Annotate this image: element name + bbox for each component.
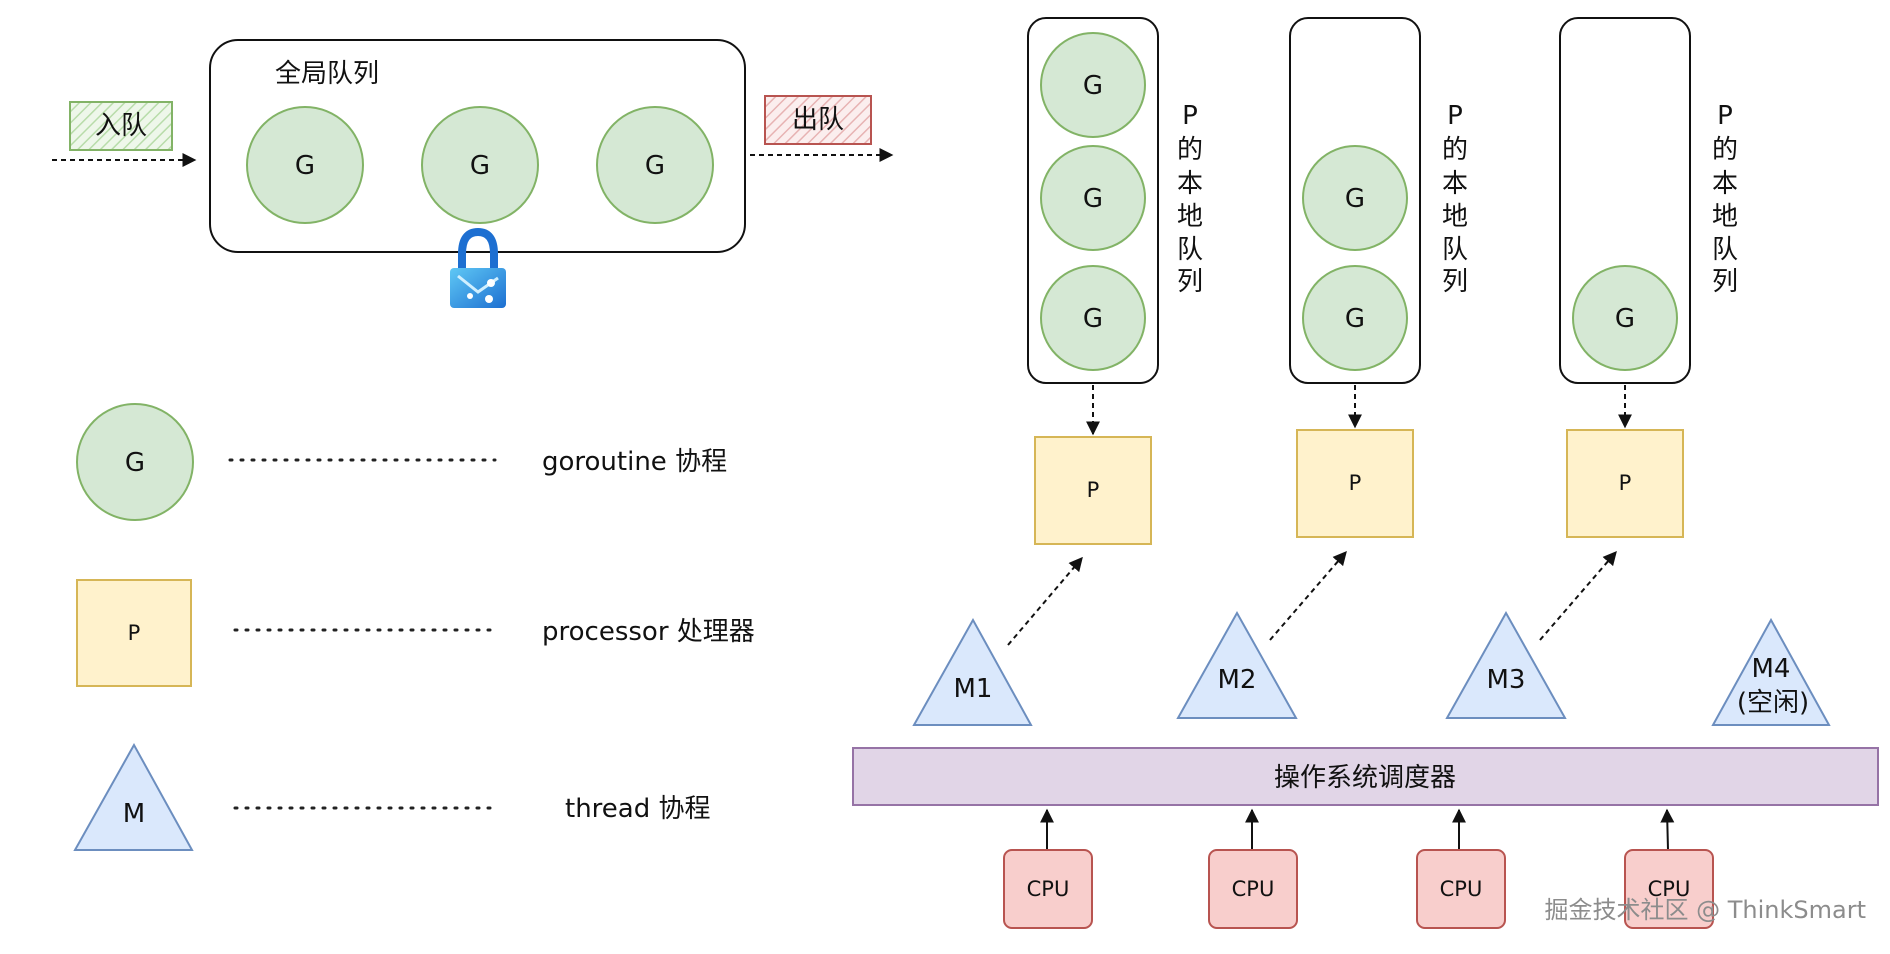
svg-text:地: 地 xyxy=(1712,202,1738,232)
svg-text:列: 列 xyxy=(1712,267,1738,297)
local-goroutine: G xyxy=(1040,265,1146,371)
goroutine-label: G xyxy=(295,151,315,181)
global-goroutine-1: G xyxy=(246,106,364,224)
cpu-label: CPU xyxy=(1232,877,1275,901)
thread-label: M1 xyxy=(954,674,993,704)
goroutine-label: G xyxy=(1083,304,1103,334)
svg-text:本: 本 xyxy=(1712,169,1738,199)
lock-icon xyxy=(450,227,506,308)
enqueue-tag: 入队 xyxy=(69,101,173,151)
global-goroutine-2: G xyxy=(421,106,539,224)
svg-text:P: P xyxy=(1717,101,1733,131)
cpu-1: CPU xyxy=(1003,808,1093,929)
svg-text:P: P xyxy=(1447,101,1463,131)
local-goroutine: G xyxy=(1302,145,1408,251)
m2-to-p2-arrow xyxy=(1269,550,1347,641)
svg-text:列: 列 xyxy=(1177,267,1203,297)
thread-label: M3 xyxy=(1487,665,1526,695)
thread-m4-idle: M4 (空闲) xyxy=(1711,617,1831,726)
legend-processor-symbol xyxy=(76,579,192,687)
thread-m2: M2 xyxy=(1176,610,1298,719)
goroutine-circle xyxy=(596,106,714,224)
local-queue-1: G G G P 的 本 地 队 列 P xyxy=(1027,17,1203,545)
goroutine-label: G xyxy=(1345,304,1365,334)
goroutine-label: G xyxy=(1345,184,1365,214)
processor-label: P xyxy=(1087,478,1100,502)
goroutine-label: G xyxy=(645,151,665,181)
global-queue: 全局队列 G G G 入队 xyxy=(52,39,894,308)
os-scheduler: 操作系统调度器 xyxy=(852,747,1879,806)
legend-processor-symbol-label: P xyxy=(128,621,141,645)
svg-text:队: 队 xyxy=(1442,235,1468,265)
legend: G goroutine 协程 P processor 处理器 M thread … xyxy=(73,403,755,851)
dequeue-tag: 出队 xyxy=(764,95,872,145)
legend-thread-symbol-label: M xyxy=(123,799,145,829)
svg-text:的: 的 xyxy=(1712,135,1738,165)
local-goroutine: G xyxy=(1040,145,1146,251)
thread-label: M2 xyxy=(1218,665,1257,695)
local-queue-label: P 的 本 地 队 列 xyxy=(1177,101,1203,297)
global-queue-title: 全局队列 xyxy=(275,59,379,89)
legend-goroutine-symbol xyxy=(76,403,194,521)
goroutine-label: G xyxy=(1083,184,1103,214)
m3-to-p3-arrow xyxy=(1539,550,1617,641)
svg-text:列: 列 xyxy=(1442,267,1468,297)
local-queue-label: P 的 本 地 队 列 xyxy=(1442,101,1468,297)
processor-label: P xyxy=(1349,471,1362,495)
dequeue-label: 出队 xyxy=(792,105,844,135)
goroutine-circle xyxy=(246,106,364,224)
legend-thread-symbol xyxy=(73,742,194,851)
cpu-2: CPU xyxy=(1208,808,1298,929)
svg-text:本: 本 xyxy=(1177,169,1203,199)
svg-text:地: 地 xyxy=(1442,202,1468,232)
cpu-label: CPU xyxy=(1440,877,1483,901)
svg-text:地: 地 xyxy=(1177,202,1203,232)
processor-3: P xyxy=(1566,429,1684,538)
enqueue-label: 入队 xyxy=(95,111,147,141)
thread-m3: M3 xyxy=(1445,610,1567,719)
svg-text:P: P xyxy=(1182,101,1198,131)
global-goroutine-3: G xyxy=(596,106,714,224)
svg-text:队: 队 xyxy=(1177,235,1203,265)
legend-goroutine: G goroutine 协程 xyxy=(76,403,727,521)
goroutine-label: G xyxy=(470,151,490,181)
goroutine-circle xyxy=(421,106,539,224)
legend-thread-desc: thread 协程 xyxy=(565,794,711,824)
thread-m1: M1 xyxy=(912,617,1033,726)
local-goroutine: G xyxy=(1040,32,1146,138)
processor-1: P xyxy=(1034,436,1152,545)
os-scheduler-label: 操作系统调度器 xyxy=(1274,763,1456,793)
goroutine-label: G xyxy=(1615,304,1635,334)
cpu-3: CPU xyxy=(1416,808,1506,929)
processor-label: P xyxy=(1619,471,1632,495)
legend-goroutine-symbol-label: G xyxy=(125,448,145,478)
local-queue-3: G P 的 本 地 队 列 P xyxy=(1559,17,1738,538)
svg-text:的: 的 xyxy=(1177,135,1203,165)
svg-text:的: 的 xyxy=(1442,135,1468,165)
svg-text:队: 队 xyxy=(1712,235,1738,265)
cpu-label: CPU xyxy=(1027,877,1070,901)
cpu-4: CPU xyxy=(1624,808,1714,929)
legend-processor: P processor 处理器 xyxy=(76,579,755,687)
cpu-label: CPU xyxy=(1648,877,1691,901)
goroutine-label: G xyxy=(1083,71,1103,101)
local-queue-label: P 的 本 地 队 列 xyxy=(1712,101,1738,297)
watermark: 掘金技术社区 @ ThinkSmart xyxy=(1544,896,1866,924)
m1-to-p1-arrow xyxy=(1007,556,1083,646)
local-queue-2: G G P 的 本 地 队 列 P xyxy=(1289,17,1468,538)
thread-status: (空闲) xyxy=(1737,688,1809,718)
svg-text:本: 本 xyxy=(1442,169,1468,199)
processor-2: P xyxy=(1296,429,1414,538)
local-goroutine: G xyxy=(1572,265,1678,371)
legend-goroutine-desc: goroutine 协程 xyxy=(542,447,727,477)
local-goroutine: G xyxy=(1302,265,1408,371)
legend-processor-desc: processor 处理器 xyxy=(542,617,755,647)
legend-thread: M thread 协程 xyxy=(73,742,711,851)
thread-label: M4 xyxy=(1752,654,1791,684)
